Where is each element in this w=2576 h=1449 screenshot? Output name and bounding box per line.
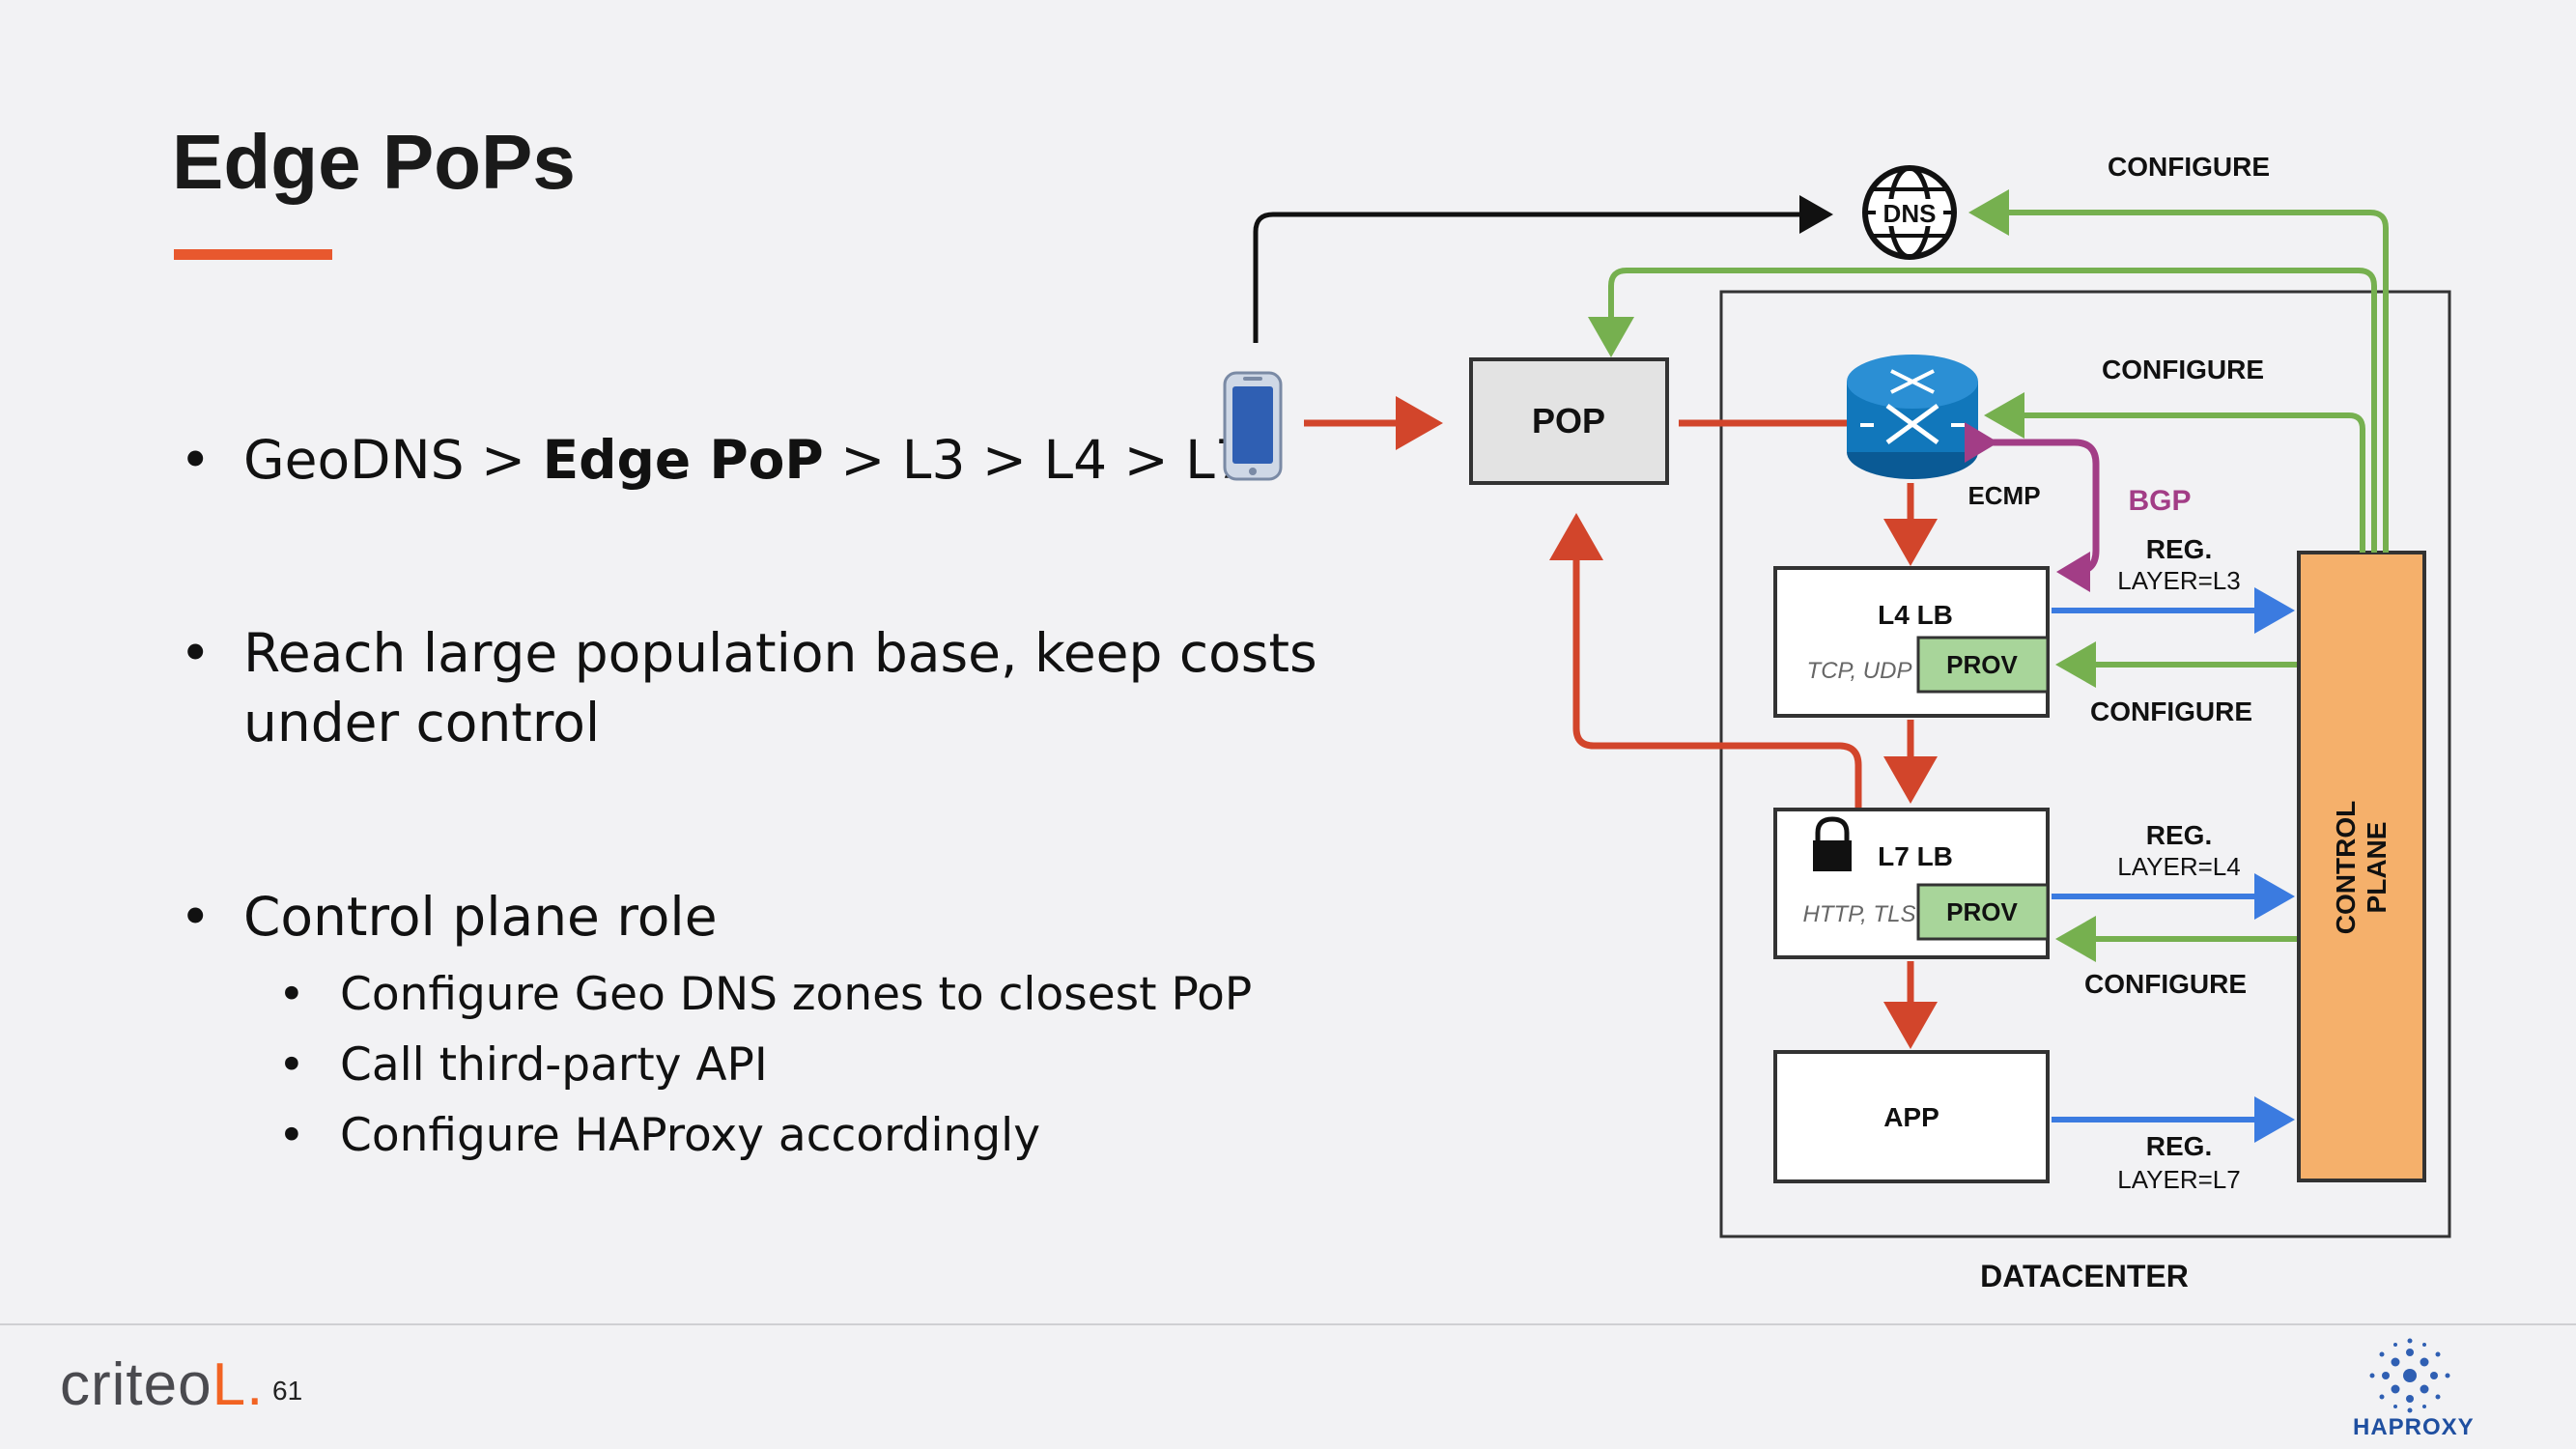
bullet-dot: • — [180, 429, 212, 491]
sub-bullet-2-text: Call third-party API — [340, 1038, 768, 1092]
app-box — [1773, 1050, 2050, 1183]
ecmp-label: ECMP — [1967, 481, 2040, 510]
bullet-dot: • — [180, 622, 212, 684]
bullet-dot: • — [180, 886, 212, 948]
haproxy-logo-text: HAPROXY — [2353, 1414, 2475, 1440]
bullet-geodns-pre: GeoDNS > — [243, 429, 543, 491]
l7-to-pop-arrow — [1549, 513, 1862, 810]
reg-l4-line1: REG. — [2146, 820, 2212, 850]
reg-l4-line2: LAYER=L4 — [2117, 852, 2240, 881]
control-plane-label-line1: CONTROL — [2331, 801, 2361, 934]
configure-pop-arrow — [1588, 268, 2377, 553]
configure-dns-arrow — [1968, 189, 2389, 553]
footer-divider — [0, 1323, 2576, 1325]
configure-dns-label: CONFIGURE — [2108, 152, 2270, 182]
lock-icon — [1813, 816, 1852, 871]
mobile-phone-icon — [1223, 371, 1283, 481]
bullet-geodns-bold: Edge PoP — [542, 429, 824, 491]
datacenter-box — [1719, 290, 2451, 1238]
datacenter-label: DATACENTER — [1980, 1259, 2189, 1293]
criteo-logo: criteoL. — [60, 1350, 264, 1419]
bgp-arrow — [1965, 422, 2100, 592]
sub-bullet-3: • Configure HAProxy accordingly — [278, 1107, 1041, 1165]
configure-router-label: CONFIGURE — [2102, 355, 2264, 384]
dns-label: DNS — [1883, 199, 1937, 228]
bullet-reach-cont: under control — [243, 688, 600, 757]
criteo-logo-text: criteo — [60, 1351, 212, 1418]
l4-prov-label: PROV — [1946, 650, 2018, 679]
pop-box — [1469, 357, 1669, 485]
sub-bullet-3-text: Configure HAProxy accordingly — [340, 1109, 1041, 1162]
sub-bullet-1-text: Configure Geo DNS zones to closest PoP — [340, 968, 1253, 1021]
bullet-control-plane: • Control plane role — [180, 882, 718, 952]
dns-globe-icon — [1862, 165, 1957, 260]
title-underline — [174, 249, 332, 260]
app-label: APP — [1883, 1102, 1939, 1132]
sub-bullet-dot: • — [278, 968, 305, 1021]
l4-lb-title: L4 LB — [1878, 600, 1953, 630]
control-plane-box — [2297, 551, 2426, 1182]
criteo-logo-mark: L. — [212, 1351, 265, 1418]
bullet-geodns-post: > L3 > L4 > L7 — [823, 429, 1249, 491]
slide-title: Edge PoPs — [172, 119, 576, 205]
reg-l7-line1: REG. — [2146, 1131, 2212, 1161]
control-plane-label-line2: PLANE — [2362, 822, 2392, 914]
phone-to-dns-arrow — [1253, 195, 1833, 343]
bullet-reach-line2: under control — [243, 692, 601, 753]
reg-l3-line1: REG. — [2146, 534, 2212, 564]
pop-label: POP — [1532, 401, 1605, 440]
sub-bullet-2: • Call third-party API — [278, 1037, 768, 1094]
bullet-reach: • Reach large population base, keep cost… — [180, 618, 1317, 688]
configure-l7-label: CONFIGURE — [2084, 969, 2247, 999]
sub-bullet-dot: • — [278, 1109, 305, 1162]
l7-lb-title: L7 LB — [1878, 841, 1953, 871]
configure-router-arrow — [1984, 392, 2365, 553]
router-icon — [1847, 355, 1978, 479]
reg-l3-line2: LAYER=L3 — [2117, 566, 2240, 595]
l7-lb-proto: HTTP, TLS — [1803, 901, 1916, 927]
l4-prov-box — [1916, 636, 2050, 694]
bgp-label: BGP — [2128, 485, 2191, 517]
l7-prov-label: PROV — [1946, 897, 2018, 926]
sub-bullet-1: • Configure Geo DNS zones to closest PoP — [278, 966, 1253, 1024]
bullet-geodns: • GeoDNS > Edge PoP > L3 > L4 > L7 — [180, 425, 1249, 495]
architecture-diagram: DATACENTER DNS POP ECMP BGP L4 — [1223, 152, 2451, 1293]
haproxy-logo-icon — [2369, 1338, 2450, 1413]
l4-lb-proto: TCP, UDP — [1807, 658, 1912, 684]
configure-l4-label: CONFIGURE — [2090, 696, 2252, 726]
page-number: 61 — [272, 1376, 303, 1406]
bullet-control-plane-text: Control plane role — [243, 886, 718, 948]
l7-prov-box — [1916, 883, 2050, 941]
sub-bullet-dot: • — [278, 1038, 305, 1092]
reg-l7-line2: LAYER=L7 — [2117, 1165, 2240, 1194]
bullet-reach-line1: Reach large population base, keep costs — [243, 622, 1317, 684]
